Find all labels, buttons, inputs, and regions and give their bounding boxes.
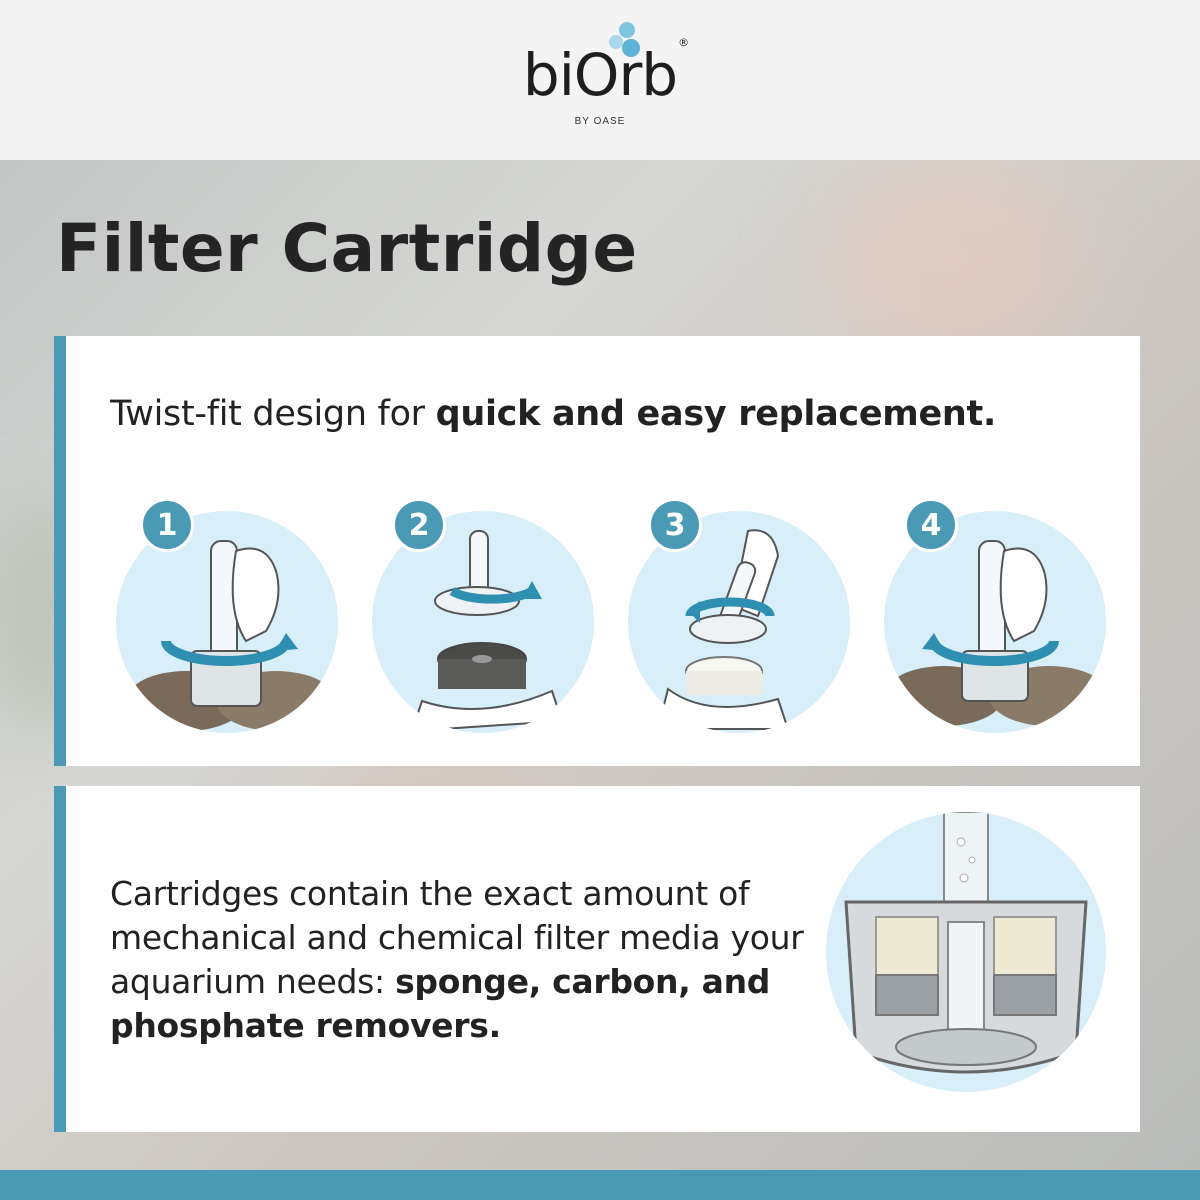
media-panel: Cartridges contain the exact amount of m… (54, 786, 1140, 1132)
header: biOrb ® BY OASE (0, 0, 1200, 160)
cartridge-cutaway-icon (844, 812, 1088, 1074)
step-3-illustration (628, 511, 850, 733)
cartridge-illustration (826, 812, 1106, 1092)
media-description: Cartridges contain the exact amount of m… (110, 874, 804, 1045)
page-title: Filter Cartridge (56, 210, 638, 287)
registered-mark: ® (678, 35, 690, 49)
background-hand-blur (820, 160, 1080, 360)
steps-panel: Twist-fit design for quick and easy repl… (54, 336, 1140, 766)
steps-intro-bold: quick and easy replacement. (435, 394, 997, 434)
brand-logo: biOrb ® (522, 21, 689, 109)
insert-cartridge-icon (656, 529, 790, 730)
brand-name: biOrb (522, 40, 678, 109)
step-3-badge: 3 (648, 498, 702, 552)
step-2-badge: 2 (392, 498, 446, 552)
step-1-badge: 1 (140, 498, 194, 552)
steps-intro: Twist-fit design for quick and easy repl… (110, 394, 996, 434)
remove-cartridge-icon (410, 530, 564, 733)
step-4-badge: 4 (904, 498, 958, 552)
bottom-accent-bar (0, 1170, 1200, 1200)
logo-bubbles-icon (608, 21, 640, 57)
twist-in-icon (126, 540, 336, 731)
twist-lock-icon (884, 540, 1106, 726)
media-description-bold: sponge, carbon, and phosphate removers. (110, 962, 771, 1045)
brand-byline: BY OASE (574, 115, 626, 127)
